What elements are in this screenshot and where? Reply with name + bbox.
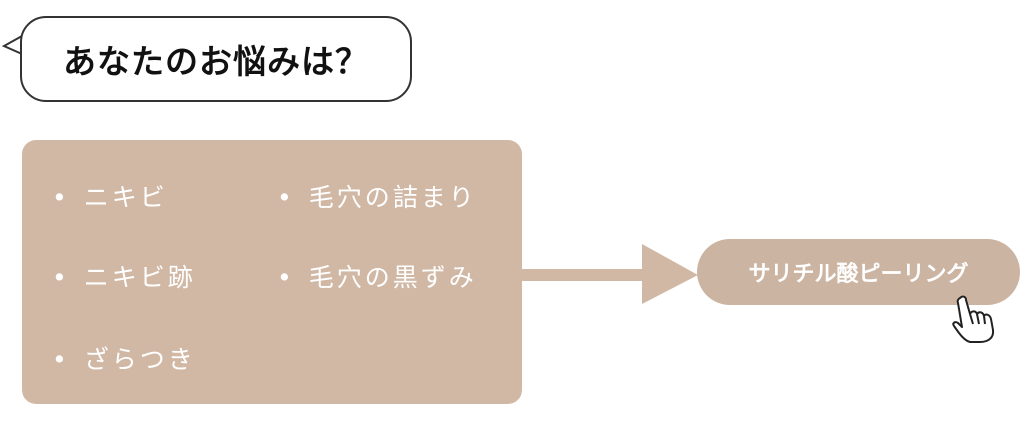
concern-item: ニキビ <box>52 178 168 214</box>
arrow-icon <box>520 244 698 304</box>
pointer-hand-icon <box>952 295 995 343</box>
concern-item: ニキビ跡 <box>52 258 196 294</box>
salicylic-peeling-button[interactable]: サリチル酸ピーリング <box>697 239 1020 305</box>
button-label: サリチル酸ピーリング <box>748 262 969 287</box>
concern-item: ざらつき <box>52 340 196 376</box>
concern-item: 毛穴の詰まり <box>277 178 477 214</box>
speech-bubble: あなたのお悩みは？ <box>20 16 412 102</box>
concern-item: 毛穴の黒ずみ <box>277 258 477 294</box>
speech-bubble-tail <box>2 35 23 55</box>
question-title: あなたのお悩みは？ <box>63 42 369 81</box>
concerns-box: ニキビ 毛穴の詰まり ニキビ跡 毛穴の黒ずみ ざらつき <box>22 140 522 404</box>
